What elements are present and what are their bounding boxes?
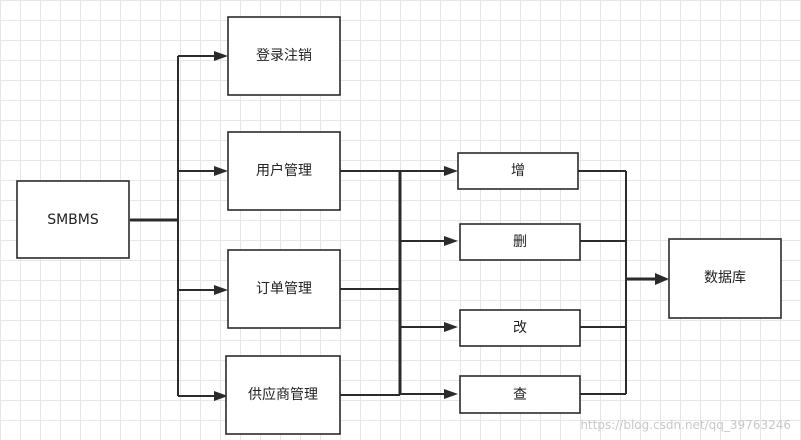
node-login-logout-label: 登录注销 <box>256 48 312 64</box>
watermark-url: https://blog.csdn.net/qq_39763246 <box>580 418 791 432</box>
node-supplier-mgmt-label: 供应商管理 <box>248 386 318 403</box>
node-op-delete-label: 删 <box>513 234 527 250</box>
node-op-query-label: 查 <box>513 387 527 403</box>
node-op-update-label: 改 <box>513 320 527 336</box>
node-op-update: 改 <box>459 309 581 347</box>
arrowhead-supplier <box>214 391 228 401</box>
node-op-add: 增 <box>457 152 579 190</box>
arrowhead-add <box>444 166 458 176</box>
node-smbms: SMBMS <box>16 180 130 259</box>
arrowhead-order <box>214 285 228 295</box>
connectors-ops-to-db <box>578 170 669 395</box>
arrowhead-delete <box>444 236 458 246</box>
node-database: 数据库 <box>668 238 782 319</box>
node-order-mgmt: 订单管理 <box>227 249 341 329</box>
connectors-smbms-to-modules <box>130 51 228 401</box>
node-order-mgmt-label: 订单管理 <box>256 281 312 297</box>
node-user-mgmt-label: 用户管理 <box>256 162 312 179</box>
node-login-logout: 登录注销 <box>227 16 341 96</box>
arrowhead-query <box>444 389 458 399</box>
arrowhead-database <box>655 273 669 285</box>
node-op-delete: 删 <box>459 223 581 261</box>
node-op-add-label: 增 <box>511 163 525 179</box>
node-op-query: 查 <box>459 375 581 414</box>
arrowhead-update <box>444 322 458 332</box>
node-user-mgmt: 用户管理 <box>227 131 341 211</box>
node-smbms-label: SMBMS <box>47 212 99 228</box>
node-database-label: 数据库 <box>704 270 746 286</box>
connectors-modules-to-ops <box>340 166 458 399</box>
arrowhead-login <box>214 51 228 61</box>
node-supplier-mgmt: 供应商管理 <box>225 355 341 435</box>
arrowhead-user <box>214 166 228 176</box>
